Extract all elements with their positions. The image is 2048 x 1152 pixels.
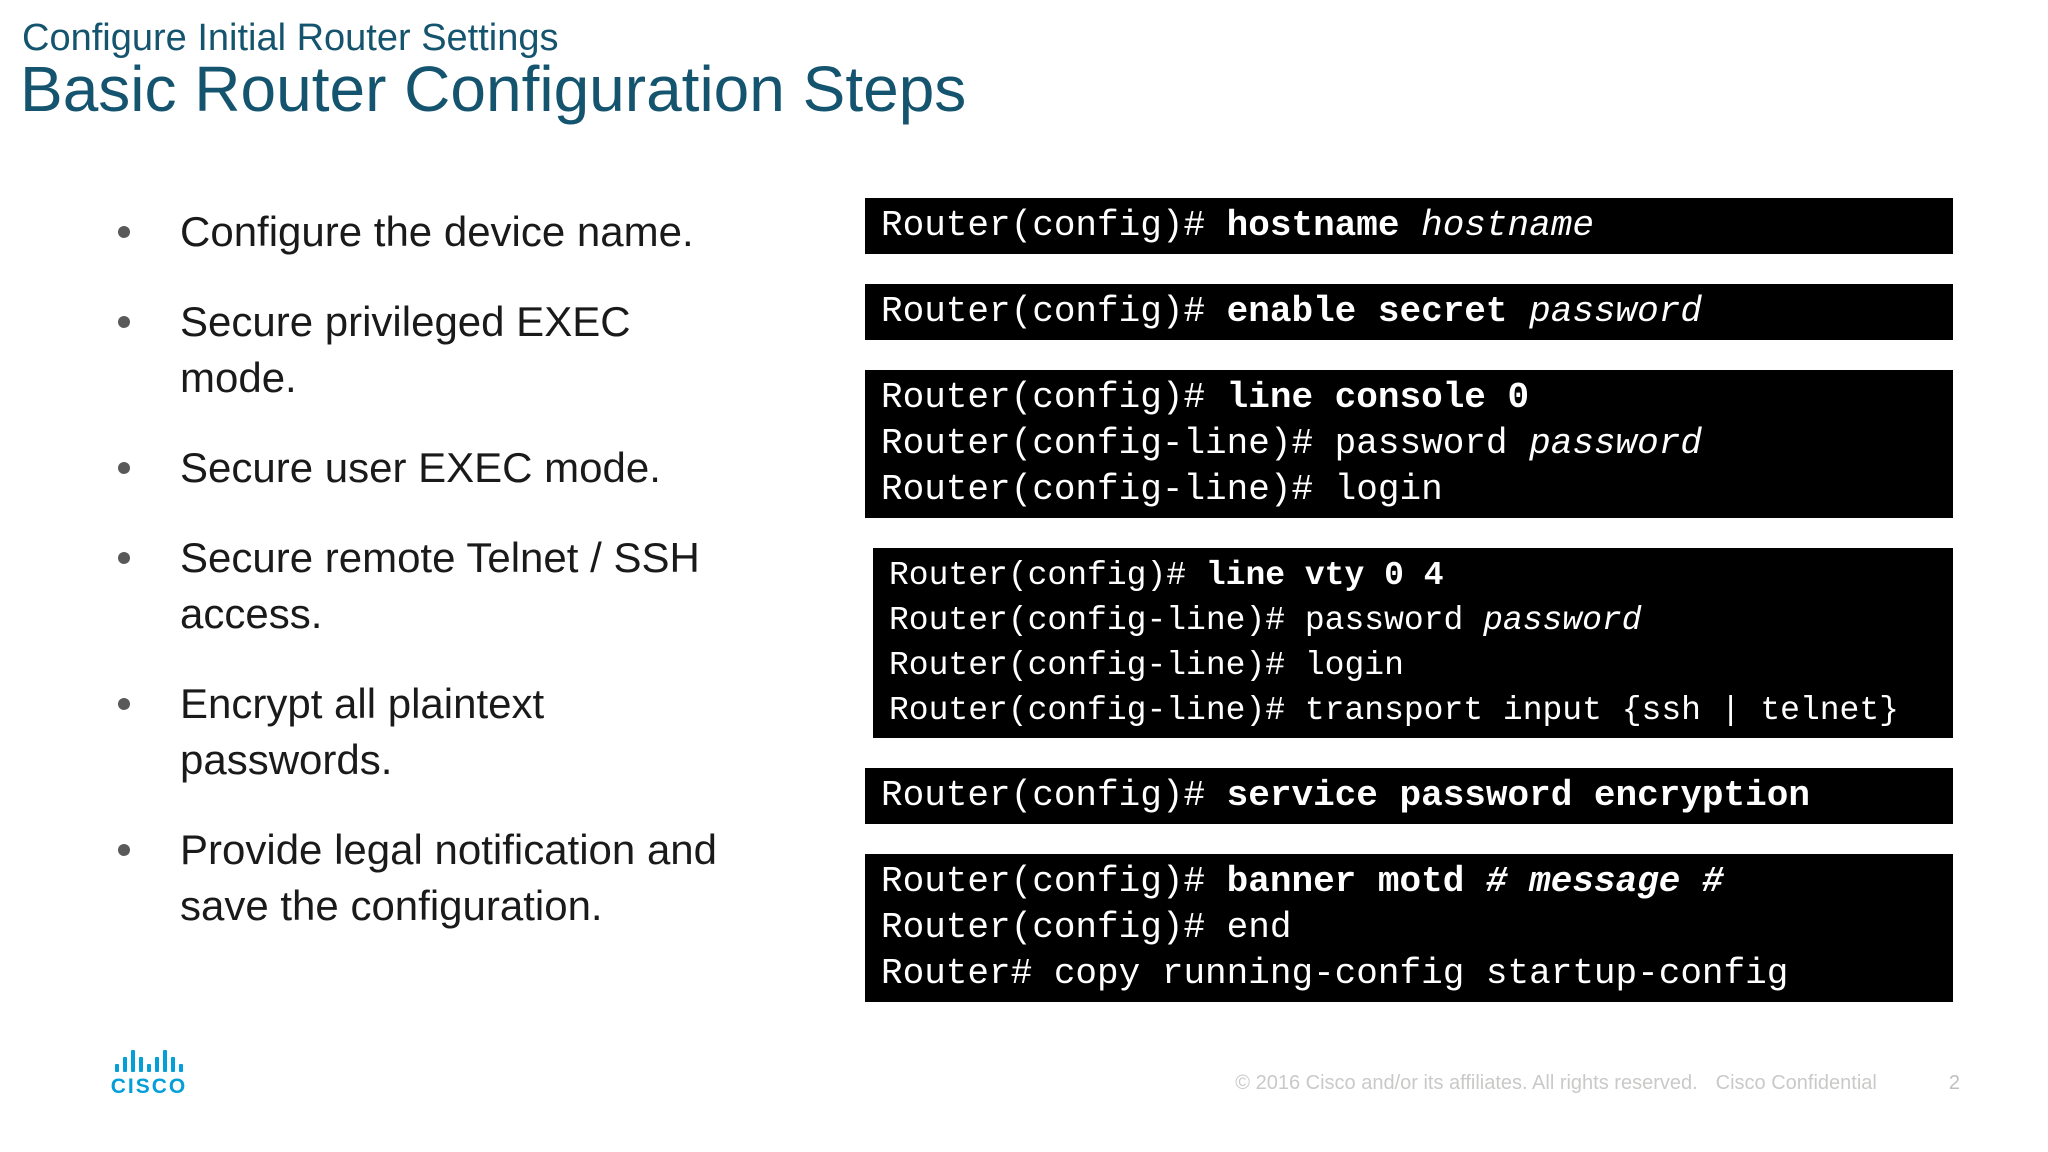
code-line: Router(config-line)# password password <box>889 602 1642 639</box>
bullet-text: Provide legal notification and save the … <box>180 826 718 929</box>
bullet-dot-icon <box>118 316 130 328</box>
bullet-item: Secure user EXEC mode. <box>112 440 832 496</box>
bullet-dot-icon <box>118 462 130 474</box>
code-box-line-vty: Router(config)# line vty 0 4 Router(confi… <box>873 548 1953 738</box>
code-box-banner-save: Router(config)# banner motd # message # R… <box>865 854 1953 1002</box>
code-line: Router(config)# line vty 0 4 <box>889 557 1444 594</box>
footer: © 2016 Cisco and/or its affiliates. All … <box>1235 1072 1960 1095</box>
code-line: Router(config-line)# login <box>881 469 1443 510</box>
bullet-text: Encrypt all plaintext passwords. <box>180 680 545 783</box>
code-line: Router(config)# hostname hostname <box>881 205 1594 246</box>
code-line: Router(config)# end <box>881 907 1292 948</box>
cisco-logo: CISCO <box>104 1048 194 1099</box>
footer-confidential: Cisco Confidential <box>1715 1072 1877 1094</box>
code-box-service-password: Router(config)# service password encrypt… <box>865 768 1953 824</box>
bullet-item: Provide legal notification and save the … <box>112 822 832 934</box>
bullet-list: Configure the device name. Secure privile… <box>112 204 832 968</box>
bullet-item: Configure the device name. <box>112 204 832 260</box>
bullet-text: Secure remote Telnet / SSH access. <box>180 534 700 637</box>
bullet-dot-icon <box>118 844 130 856</box>
code-line: Router(config)# enable secret password <box>881 291 1702 332</box>
bullet-text: Configure the device name. <box>180 208 694 255</box>
bullet-dot-icon <box>118 698 130 710</box>
bullet-text: Secure privileged EXEC mode. <box>180 298 631 401</box>
slide-title: Basic Router Configuration Steps <box>20 53 967 125</box>
code-line: Router# copy running-config startup-conf… <box>881 953 1789 994</box>
code-line: Router(config)# line console 0 <box>881 377 1530 418</box>
bullet-item: Secure privileged EXEC mode. <box>112 294 832 406</box>
slide-pretitle: Configure Initial Router Settings <box>22 17 559 59</box>
code-box-enable-secret: Router(config)# enable secret password <box>865 284 1953 340</box>
code-box-line-console: Router(config)# line console 0 Router(con… <box>865 370 1953 518</box>
code-line: Router(config)# service password encrypt… <box>881 775 1810 816</box>
bullet-item: Encrypt all plaintext passwords. <box>112 676 832 788</box>
footer-page-number: 2 <box>1948 1072 1960 1094</box>
code-box-hostname: Router(config)# hostname hostname <box>865 198 1953 254</box>
bullet-text: Secure user EXEC mode. <box>180 444 661 491</box>
code-line: Router(config-line)# transport input {ss… <box>889 692 1899 729</box>
code-line: Router(config-line)# password password <box>881 423 1702 464</box>
bullet-item: Secure remote Telnet / SSH access. <box>112 530 832 642</box>
bullet-dot-icon <box>118 226 130 238</box>
footer-copyright: © 2016 Cisco and/or its affiliates. All … <box>1235 1072 1698 1094</box>
cisco-logo-text: CISCO <box>110 1075 188 1098</box>
code-line: Router(config-line)# login <box>889 647 1404 684</box>
bullet-dot-icon <box>118 552 130 564</box>
code-line: Router(config)# banner motd # message # <box>881 861 1724 902</box>
cisco-logo-bars-icon <box>104 1048 194 1072</box>
